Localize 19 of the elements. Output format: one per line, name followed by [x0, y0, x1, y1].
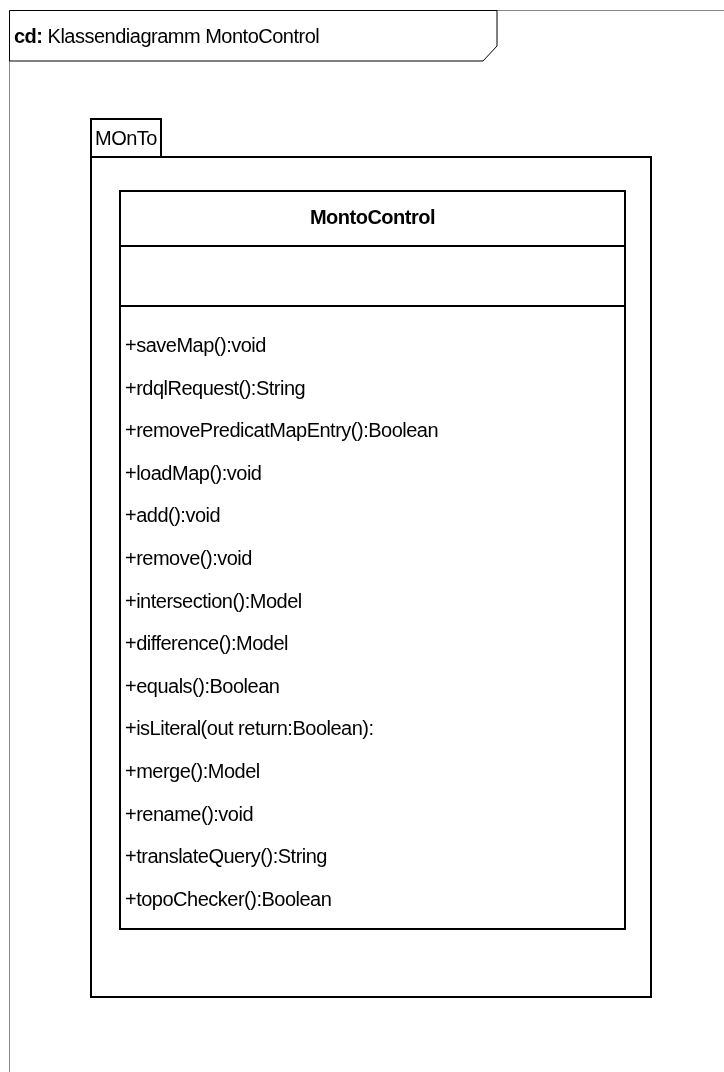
method-signature: +loadMap():void [125, 461, 262, 485]
method-signature: +equals():Boolean [125, 674, 280, 698]
method-signature: +remove():void [125, 547, 252, 570]
method-signature: +rename():void [125, 802, 254, 826]
method-signature: +translateQuery():String [125, 845, 327, 869]
frame-title: cd: Klassendiagramm MontoControl [14, 25, 320, 48]
method-signature: +intersection():Model [125, 589, 302, 613]
method-signature: +add():void [125, 504, 221, 528]
method-signature: +removePredicatMapEntry():Boolean [125, 419, 439, 443]
method-signature: +topoChecker():Boolean [125, 887, 332, 911]
package-name: MOnTo [90, 118, 162, 156]
class-box [119, 190, 626, 930]
method-signature: +rdqlRequest():String [125, 376, 306, 400]
method-signature: +merge():Model [125, 760, 260, 783]
diagram-frame [9, 10, 724, 1072]
method-signature: +saveMap():void [125, 334, 266, 357]
class-name: MontoControl [308, 206, 437, 229]
method-signature: +isLiteral(out return:Boolean): [125, 717, 374, 741]
method-signature: +difference():Model [125, 632, 288, 656]
